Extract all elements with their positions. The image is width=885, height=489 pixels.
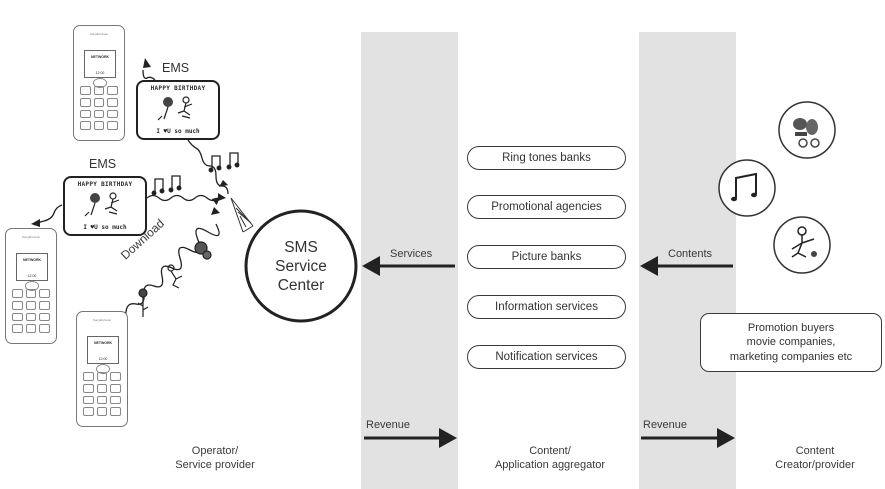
stick-figure-icon: [773, 216, 831, 274]
ems-footer: I ♥U so much: [156, 128, 200, 135]
mobile-phone-3: SonyEricsson NETWORK 12:00: [76, 311, 128, 427]
operator-label-line2: Service provider: [175, 459, 255, 471]
ems-message-card-2: HAPPY BIRTHDAY I ♥U so much: [63, 176, 147, 236]
arrowhead-icon: [219, 180, 228, 187]
ems-footer: I ♥U so much: [83, 224, 127, 231]
phone-brand: SonyEricsson: [92, 318, 112, 322]
phone-keypad: [83, 372, 121, 416]
phone-keypad: [12, 289, 50, 333]
phone-network-text: NETWORK: [90, 55, 110, 59]
contents-arrowhead-icon: [640, 256, 658, 276]
mobile-phone-1: SonyEricsson NETWORK 12:00: [73, 25, 125, 141]
sms-center-circle: [244, 209, 358, 323]
services-label: Services: [390, 248, 433, 260]
mobile-phone-2: SonyEricsson NETWORK 12:00: [5, 228, 57, 344]
phone-nav-key: [25, 281, 39, 291]
phone-network-text: NETWORK: [93, 341, 113, 345]
services-arrowhead-icon: [362, 256, 380, 276]
antenna-tower-icon: [230, 197, 254, 233]
sms-center-line1: SMS: [284, 239, 318, 256]
ems-message-card-1: HAPPY BIRTHDAY I ♥U so much: [136, 80, 220, 140]
ems-header: HAPPY BIRTHDAY: [150, 85, 206, 92]
phone-nav-key: [96, 364, 110, 374]
content-icons: [718, 101, 836, 274]
rose-and-figure-icon: [84, 192, 120, 217]
arrowhead-icon: [218, 193, 226, 201]
phone-screen: NETWORK 12:00: [16, 253, 48, 281]
phone-time: 12:00: [98, 357, 108, 361]
phone-screen: NETWORK 12:00: [84, 50, 116, 78]
phone-network-text: NETWORK: [22, 258, 42, 262]
signal-download: [107, 223, 220, 331]
revenue-arrowhead-left-icon: [439, 428, 457, 448]
creator-label-line2: Creator/provider: [775, 459, 855, 471]
arrowhead-icon: [211, 207, 220, 215]
phone-screen: NETWORK 12:00: [87, 336, 119, 364]
download-glyphs: [137, 241, 212, 317]
promo-line2: movie companies,: [746, 336, 836, 349]
dog-picture-icon: [194, 241, 212, 260]
arrowhead-icon: [31, 219, 40, 227]
service-pill-promotional: Promotional agencies: [467, 195, 626, 219]
music-notes-icon: [151, 152, 240, 196]
sms-center-line3: Center: [277, 277, 325, 294]
operator-label-line1: Operator/: [191, 445, 239, 457]
promo-line1: Promotion buyers: [747, 321, 835, 334]
aggregator-label-line2: Application aggregator: [494, 459, 606, 471]
service-pill-notification: Notification services: [467, 345, 626, 369]
stick-figure-icon: [167, 264, 183, 289]
service-pill-pictures: Picture banks: [467, 245, 626, 269]
dog-picture-icon: [778, 101, 836, 159]
phone-brand: SonyEricsson: [21, 235, 41, 239]
phone-time: 12:00: [95, 71, 105, 75]
ems-label-1: EMS: [162, 61, 190, 75]
revenue-label-right: Revenue: [643, 419, 688, 431]
phone-time: 12:00: [27, 274, 37, 278]
phone-keypad: [80, 86, 118, 130]
ems-header: HAPPY BIRTHDAY: [77, 181, 133, 188]
signal-ems-top-out: [142, 69, 156, 81]
service-pill-ring-tones: Ring tones banks: [467, 146, 626, 170]
arrowhead-icon: [143, 58, 151, 68]
rose-and-figure-icon: [157, 96, 193, 121]
revenue-arrowhead-right-icon: [717, 428, 735, 448]
ems-label-2: EMS: [89, 157, 117, 171]
music-note-icon: [718, 159, 776, 217]
signal-ems-left: [146, 194, 221, 205]
aggregator-label-line1: Content/: [529, 445, 571, 457]
creator-label-line1: Content: [795, 445, 835, 457]
creator-column-label: Content Creator/provider: [755, 444, 875, 472]
operator-column-label: Operator/ Service provider: [155, 444, 275, 472]
service-pill-information: Information services: [467, 295, 626, 319]
rose-icon: [137, 288, 149, 317]
phone-brand: SonyEricsson: [89, 32, 109, 36]
revenue-label-left: Revenue: [366, 419, 411, 431]
promotion-buyers-box: Promotion buyers movie companies, market…: [700, 313, 882, 372]
sms-service-center-label: SMS Service Center: [245, 238, 357, 295]
contents-label: Contents: [668, 248, 713, 260]
sms-center-line2: Service: [275, 258, 327, 275]
promo-line3: marketing companies etc: [729, 350, 853, 363]
aggregator-column-label: Content/ Application aggregator: [475, 444, 625, 472]
phone-nav-key: [93, 78, 107, 88]
